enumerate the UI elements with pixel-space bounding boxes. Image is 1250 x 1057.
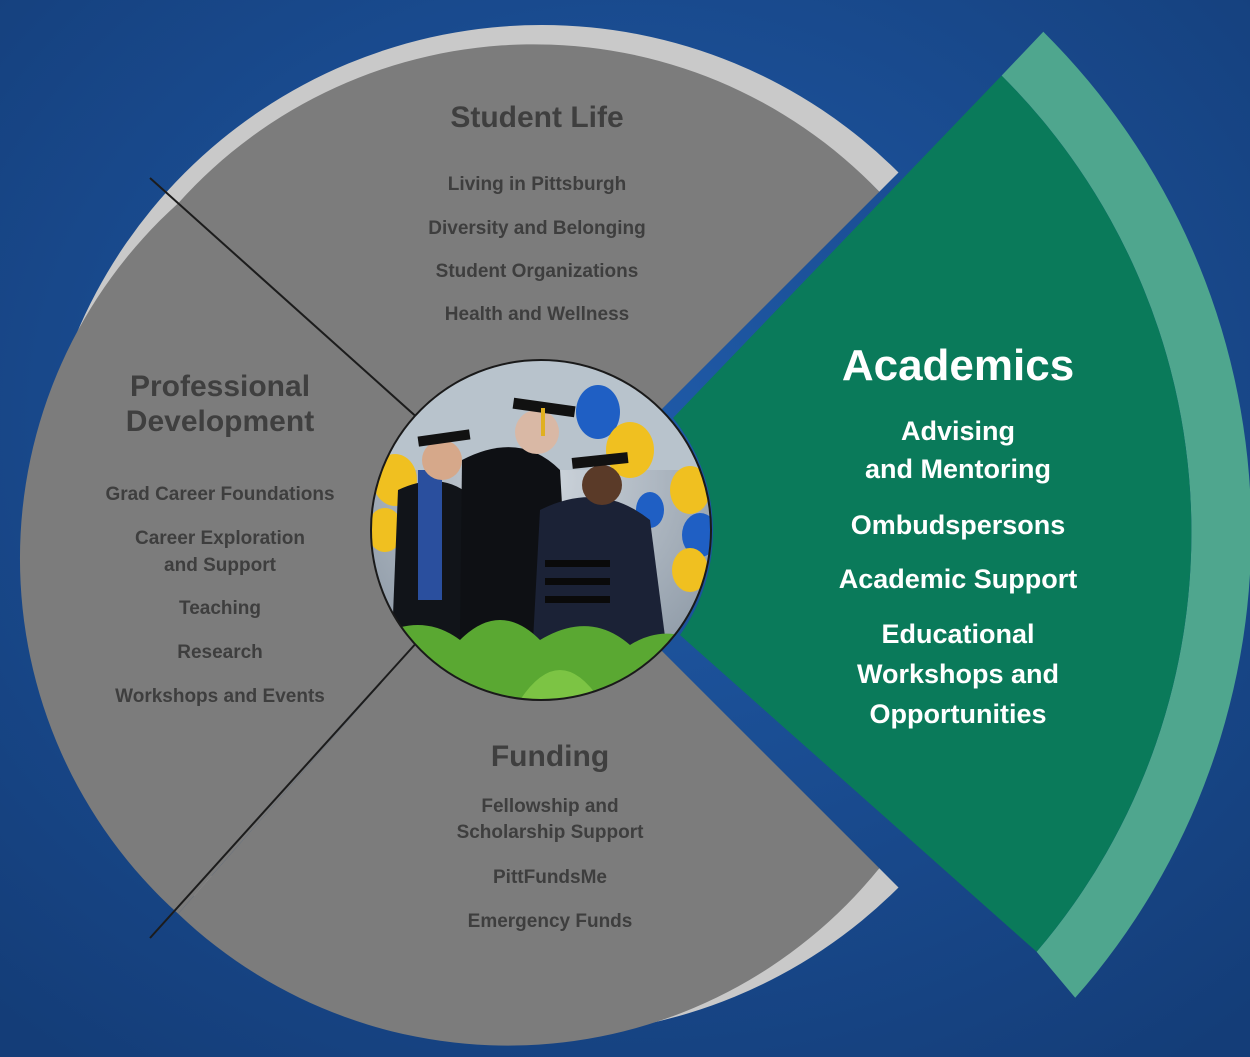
professional-development-item: Career Exploration [135, 528, 305, 549]
funding-item: Emergency Funds [467, 911, 633, 932]
divider-line-top [149, 177, 416, 417]
academics-outer-ring [1001, 31, 1250, 998]
funding-segment [178, 644, 880, 1046]
professional-development-item: Teaching [179, 598, 261, 619]
academics-item: Educational [881, 619, 1035, 649]
student-life-item: Student Organizations [435, 261, 639, 282]
academics-item: Workshops and [856, 659, 1060, 689]
academics-item: Opportunities [869, 699, 1047, 729]
professional-development-item: Grad Career Foundations [105, 484, 335, 505]
academics-item: Academic Support [838, 564, 1078, 594]
divider-line-bottom [149, 643, 416, 939]
student-life-title: Student Life [450, 101, 624, 134]
academics-item: Advising [900, 416, 1016, 446]
funding-item: PittFundsMe [493, 867, 607, 888]
student-life-segment [178, 44, 880, 416]
professional-development-item: Research [177, 642, 263, 663]
professional-development-title: Professional [129, 370, 311, 403]
funding-item: Scholarship Support [456, 822, 644, 843]
professional-development-item: Workshops and Events [115, 686, 325, 707]
academics-title: Academics [841, 341, 1075, 390]
funding-item: Fellowship and [481, 796, 619, 817]
student-life-item: Health and Wellness [444, 304, 630, 325]
professional-development-title: Development [125, 405, 315, 438]
student-life-item: Diversity and Belonging [428, 218, 646, 239]
academics-item: Ombudspersons [850, 510, 1066, 540]
professional-development-segment [19, 203, 415, 914]
student-life-item: Living in Pittsburgh [447, 174, 627, 195]
professional-development-item: and Support [164, 555, 276, 576]
funding-title: Funding [490, 740, 610, 773]
academics-item: and Mentoring [865, 454, 1051, 484]
academics-segment [673, 75, 1192, 952]
photo-border [370, 359, 712, 701]
